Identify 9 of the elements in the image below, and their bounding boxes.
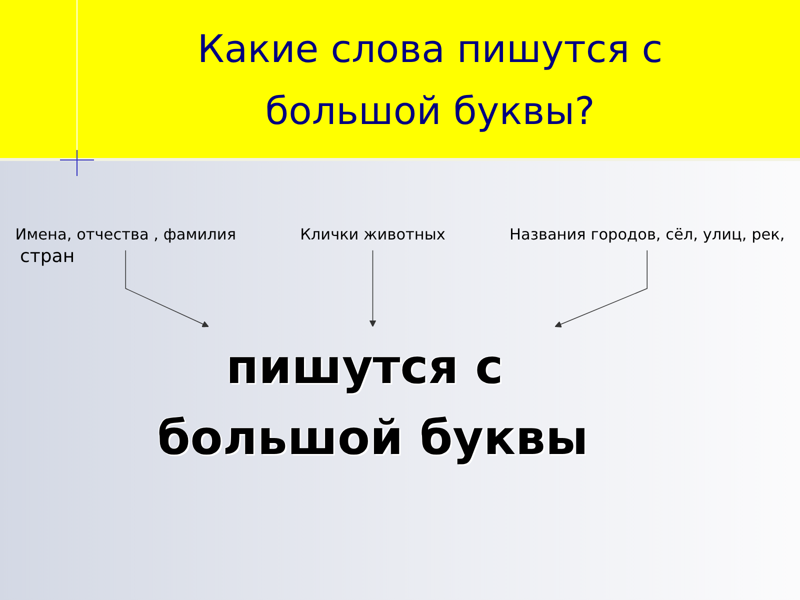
emphasis-text: пишутся с большой буквы bbox=[157, 338, 588, 466]
arrow bbox=[554, 250, 648, 328]
category-text: Клички животных bbox=[300, 225, 446, 244]
arrow bbox=[369, 250, 376, 327]
note-text: стран bbox=[20, 246, 75, 267]
category-text: Названия городов, сёл, улиц, рек, bbox=[510, 225, 785, 244]
title: Какие слова пишутся с большой буквы? bbox=[196, 26, 664, 135]
category-text: Имена, отчества , фамилия bbox=[15, 225, 236, 244]
arrow bbox=[125, 250, 209, 328]
